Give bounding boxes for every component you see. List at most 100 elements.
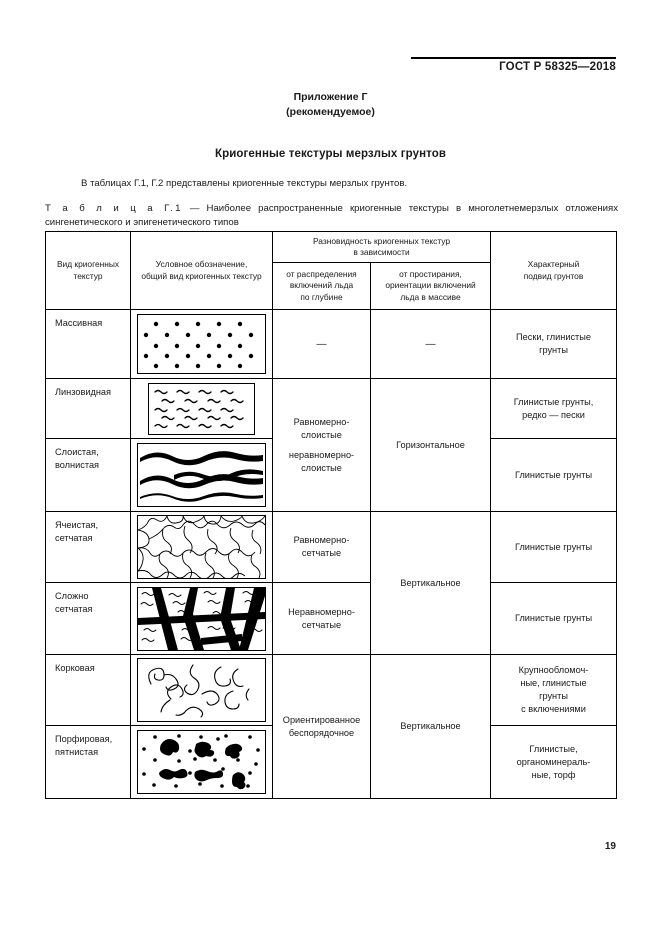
distribution-line: Равномерно- — [293, 535, 350, 545]
figure-cell-massive — [130, 309, 273, 379]
figure-cell-porphyritic — [130, 725, 273, 799]
row-name-line: сетчатая — [55, 604, 93, 614]
cell-orientation-vertical-1: Вертикальное — [369, 511, 492, 655]
figure-porphyritic-blobs — [131, 730, 272, 794]
soil-line: органоминераль- — [516, 756, 591, 767]
soil-line: Глинистые, — [529, 743, 578, 754]
soil-line: грунты — [539, 345, 568, 355]
table-caption-label: Т а б л и ц а Г.1 — [45, 203, 183, 214]
row-name-porphyritic: Порфировая, пятнистая — [45, 725, 131, 799]
header-cell-texture-kind: Вид криогенных текстур — [45, 231, 131, 310]
row-name-layered: Слоистая, волнистая — [45, 438, 131, 512]
figure-cell-crust — [130, 654, 273, 726]
row-name-line: Ячеистая, — [55, 520, 98, 530]
header-line: подвид грунтов — [523, 270, 584, 281]
soil-line: с включениями — [521, 704, 586, 714]
soil-line: Пески, глинистые — [516, 332, 591, 342]
row-name-complex-net: Сложно сетчатая — [45, 582, 131, 655]
figure-cell-lenticular — [130, 378, 273, 439]
header-line: льда в массиве — [400, 291, 461, 302]
cell-distribution-layered: Равномерно- слоистые неравномерно- слоис… — [272, 378, 371, 512]
header-line: от простирания, — [399, 268, 462, 279]
appendix-heading: Приложение Г (рекомендуемое) — [0, 90, 661, 120]
cell-distribution-complex-net: Неравномерно- сетчатые — [272, 582, 371, 655]
figure-cell-complex-net — [130, 582, 273, 655]
header-line: по глубине — [300, 291, 343, 302]
distribution-line: беспорядочное — [288, 727, 355, 738]
table-row: Ячеистая, сетчатая — [45, 511, 618, 655]
table-row: Порфировая, пятнистая — [45, 725, 618, 799]
row-name-cellular: Ячеистая, сетчатая — [45, 511, 131, 583]
header-line: в зависимости — [353, 247, 410, 257]
header-line: включений льда — [289, 280, 354, 291]
header-cell-distribution: от распределения включений льда по глуби… — [272, 262, 371, 310]
row-name-line: волнистая — [55, 460, 100, 470]
dash-symbol: — — [316, 338, 327, 350]
table-row: Сложно сетчатая — [45, 582, 618, 655]
header-line: Условное обозначение, — [155, 259, 248, 269]
header-rule — [411, 57, 616, 59]
soil-line: редко — пески — [522, 409, 585, 420]
figure-cell-layered — [130, 438, 273, 512]
distribution-line: слоистые — [301, 429, 342, 440]
soil-line: Глинистые грунты, — [513, 396, 594, 407]
header-line: общий вид криогенных текстур — [141, 270, 262, 281]
header-cell-symbol: Условное обозначение, общий вид криогенн… — [130, 231, 273, 310]
cell-soil-massive: Пески, глинистые грунты — [490, 309, 618, 379]
distribution-line: Ориентированное — [282, 714, 361, 725]
cell-soil-lenticular: Глинистые грунты, редко — пески — [490, 378, 618, 439]
header-line: от распределения — [286, 268, 357, 279]
page-number: 19 — [604, 841, 616, 852]
header-line: Вид криогенных — [56, 259, 120, 269]
figure-layered-wavy-bands — [131, 443, 272, 507]
table-row: Слоистая, волнистая — [45, 438, 618, 512]
page-title: Криогенные текстуры мерзлых грунтов — [215, 148, 446, 160]
header-cell-variety-group: Разновидность криогенных текстур в завис… — [271, 231, 492, 263]
row-name-line: пятнистая — [55, 747, 99, 757]
header-cell-soil-subtype: Характерный подвид грунтов — [490, 231, 618, 310]
header-line: Характерный — [527, 259, 580, 269]
figure-cell-cellular — [130, 511, 273, 583]
cryogenic-textures-table: Вид криогенных текстур Условное обозначе… — [45, 231, 618, 799]
figure-cellular-net — [131, 515, 272, 579]
distribution-line: Равномерно- — [293, 416, 350, 427]
cell-soil-porphyritic: Глинистые, органоминераль- ные, торф — [490, 725, 618, 799]
distribution-line: Неравномерно- — [288, 606, 355, 617]
distribution-line: неравномерно- — [288, 449, 355, 460]
row-name-lenticular: Линзовидная — [45, 378, 131, 439]
standard-number: ГОСТ Р 58325—2018 — [499, 61, 616, 73]
table-header: Вид криогенных текстур Условное обозначе… — [45, 231, 618, 310]
dash-symbol: — — [425, 338, 436, 350]
figure-complex-net — [131, 586, 272, 651]
row-name-line: Порфировая, — [55, 734, 113, 744]
cell-distribution-oriented: Ориентированное беспорядочное — [272, 654, 371, 799]
soil-line: грунты — [539, 691, 568, 701]
table-caption: Т а б л и ц а Г.1 — Наиболее распростран… — [45, 202, 618, 230]
table-header-row-top: Вид криогенных текстур Условное обозначе… — [45, 231, 618, 310]
figure-lenticular-squiggles — [131, 382, 272, 435]
row-name-line: Слоистая, — [55, 447, 99, 457]
row-name-massive: Массивная — [45, 309, 131, 379]
cell-orientation-massive: — — [369, 309, 492, 379]
soil-line: ные, глинистые — [520, 678, 587, 688]
table-header-row-bottom: от распределения включений льда по глуби… — [46, 262, 617, 310]
appendix-subtitle: (рекомендуемое) — [286, 106, 375, 118]
header-line: Разновидность криогенных текстур — [313, 235, 451, 246]
header-line: текстур — [73, 270, 103, 281]
row-name-crust: Корковая — [45, 654, 131, 726]
distribution-line: сетчатые — [301, 619, 342, 630]
soil-line: ные, торф — [531, 769, 576, 780]
cell-distribution-massive: — — [272, 309, 371, 379]
figure-crust-hooks — [131, 658, 272, 722]
table-row: Корковая — [45, 654, 618, 799]
intro-paragraph: В таблицах Г.1, Г.2 представлены криоген… — [81, 178, 408, 189]
table-body: Массивная — [45, 309, 618, 799]
cell-distribution-cellular: Равномерно- сетчатые — [272, 511, 371, 583]
soil-line: Крупнообломоч- — [518, 665, 589, 675]
distribution-line: сетчатые — [301, 548, 342, 558]
header-line: ориентации включений — [385, 280, 476, 291]
table-caption-text: — Наиболее распространенные криогенные т… — [45, 203, 618, 228]
cell-soil-cellular: Глинистые грунты — [490, 511, 618, 583]
header-cell-orientation: от простирания, ориентации включений льд… — [369, 262, 492, 310]
